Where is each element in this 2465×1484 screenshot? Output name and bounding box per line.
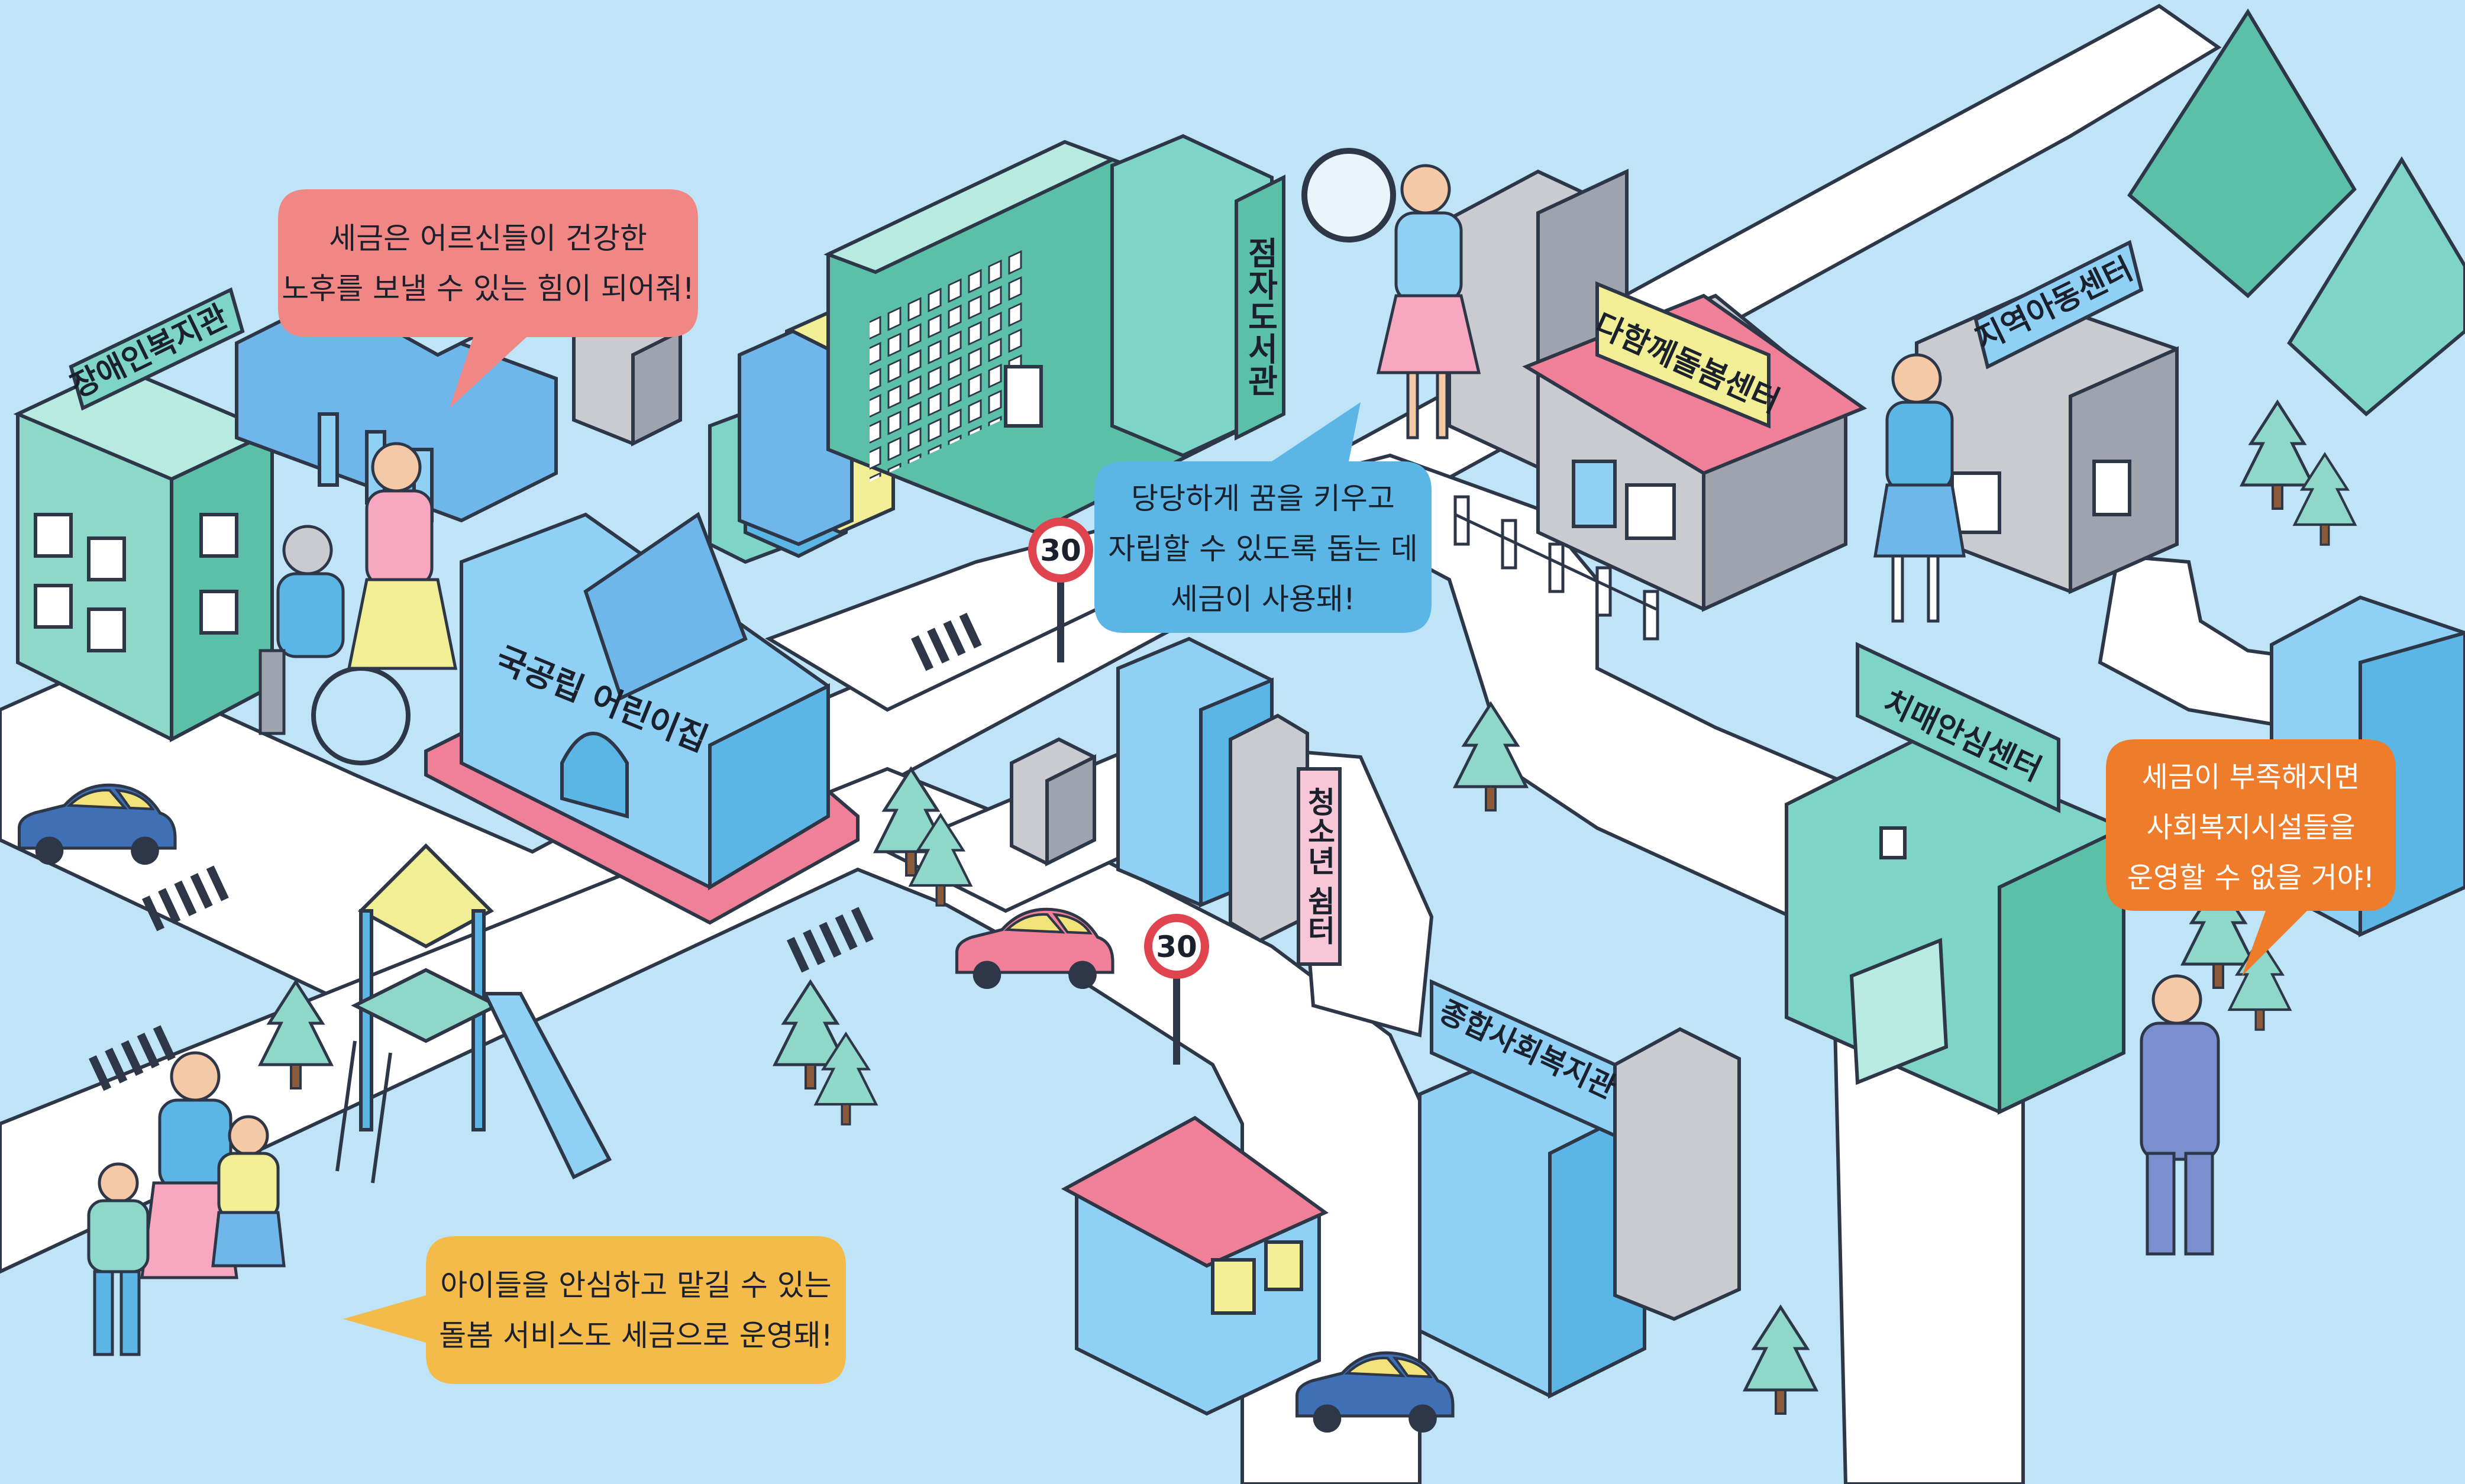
building-house-bottom <box>1061 1116 1329 1416</box>
person-woman-magnifier <box>1301 148 1481 439</box>
playground <box>335 843 612 1184</box>
speed-sign-1: 30 <box>1028 518 1093 662</box>
building-braille-library <box>823 134 1274 535</box>
bubble-shortage-line3: 운영할 수 없을 거야! <box>2127 861 2374 894</box>
sign-youth-shelter: 청소년 쉼터 <box>1297 767 1342 966</box>
mountains <box>2127 8 2465 416</box>
sign-braille-library: 점자도서관 <box>1235 174 1285 441</box>
building-dementia-center <box>1785 737 2125 1115</box>
fence <box>1453 495 1659 641</box>
building-general-welfare <box>1418 1027 1741 1399</box>
crosswalks <box>89 613 982 1091</box>
person-man-suit <box>2140 974 2220 1256</box>
building-daycare <box>424 512 860 925</box>
speed-sign-2-label: 30 <box>1156 930 1197 964</box>
bubble-youth-line3: 세금이 사용돼! <box>1171 582 1355 616</box>
bubble-childcare-line2: 돌봄 서비스도 세금으로 운영돼! <box>439 1318 833 1353</box>
speed-sign-1-label: 30 <box>1040 534 1081 568</box>
bubble-elderly-line1: 세금은 어르신들이 건강한 <box>329 221 647 256</box>
sign-braille-library-label: 점자도서관 <box>1242 237 1279 396</box>
building-gray-tower-left <box>572 305 682 447</box>
bubble-childcare: 아이들을 안심하고 맡길 수 있는 돌봄 서비스도 세금으로 운영돼! <box>343 1236 846 1384</box>
bubble-childcare-line1: 아이들을 안심하고 맡길 수 있는 <box>440 1268 832 1302</box>
sign-youth-shelter-label: 청소년 쉼터 <box>1302 787 1336 945</box>
person-caregiver <box>347 442 458 670</box>
bubble-youth: 당당하게 꿈을 키우고 자립할 수 있도록 돕는 데 세금이 사용돼! <box>1094 402 1432 633</box>
bubble-shortage: 세금이 부족해지면 사회복지시설들을 운영할 수 없을 거야! <box>2106 739 2396 976</box>
speed-sign-2: 30 <box>1144 914 1209 1065</box>
person-student-girl <box>1873 353 1966 623</box>
bubble-shortage-line2: 사회복지시설들을 <box>2146 811 2355 844</box>
building-disability-welfare <box>13 364 277 742</box>
building-youth-shelter <box>1116 636 1309 943</box>
person-elderly-wheelchair <box>259 525 411 765</box>
bubble-youth-line2: 자립할 수 있도록 돕는 데 <box>1108 532 1418 566</box>
bubble-elderly-line2: 노후를 보낼 수 있는 힘이 되어줘! <box>282 271 694 306</box>
person-family <box>87 1051 286 1356</box>
bubble-shortage-line1: 세금이 부족해지면 <box>2142 761 2360 794</box>
bubble-elderly: 세금은 어르신들이 건강한 노후를 보낼 수 있는 힘이 되어줘! <box>278 189 698 408</box>
building-gray-small <box>1010 737 1096 867</box>
bubble-youth-line1: 당당하게 꿈을 키우고 <box>1131 481 1395 516</box>
